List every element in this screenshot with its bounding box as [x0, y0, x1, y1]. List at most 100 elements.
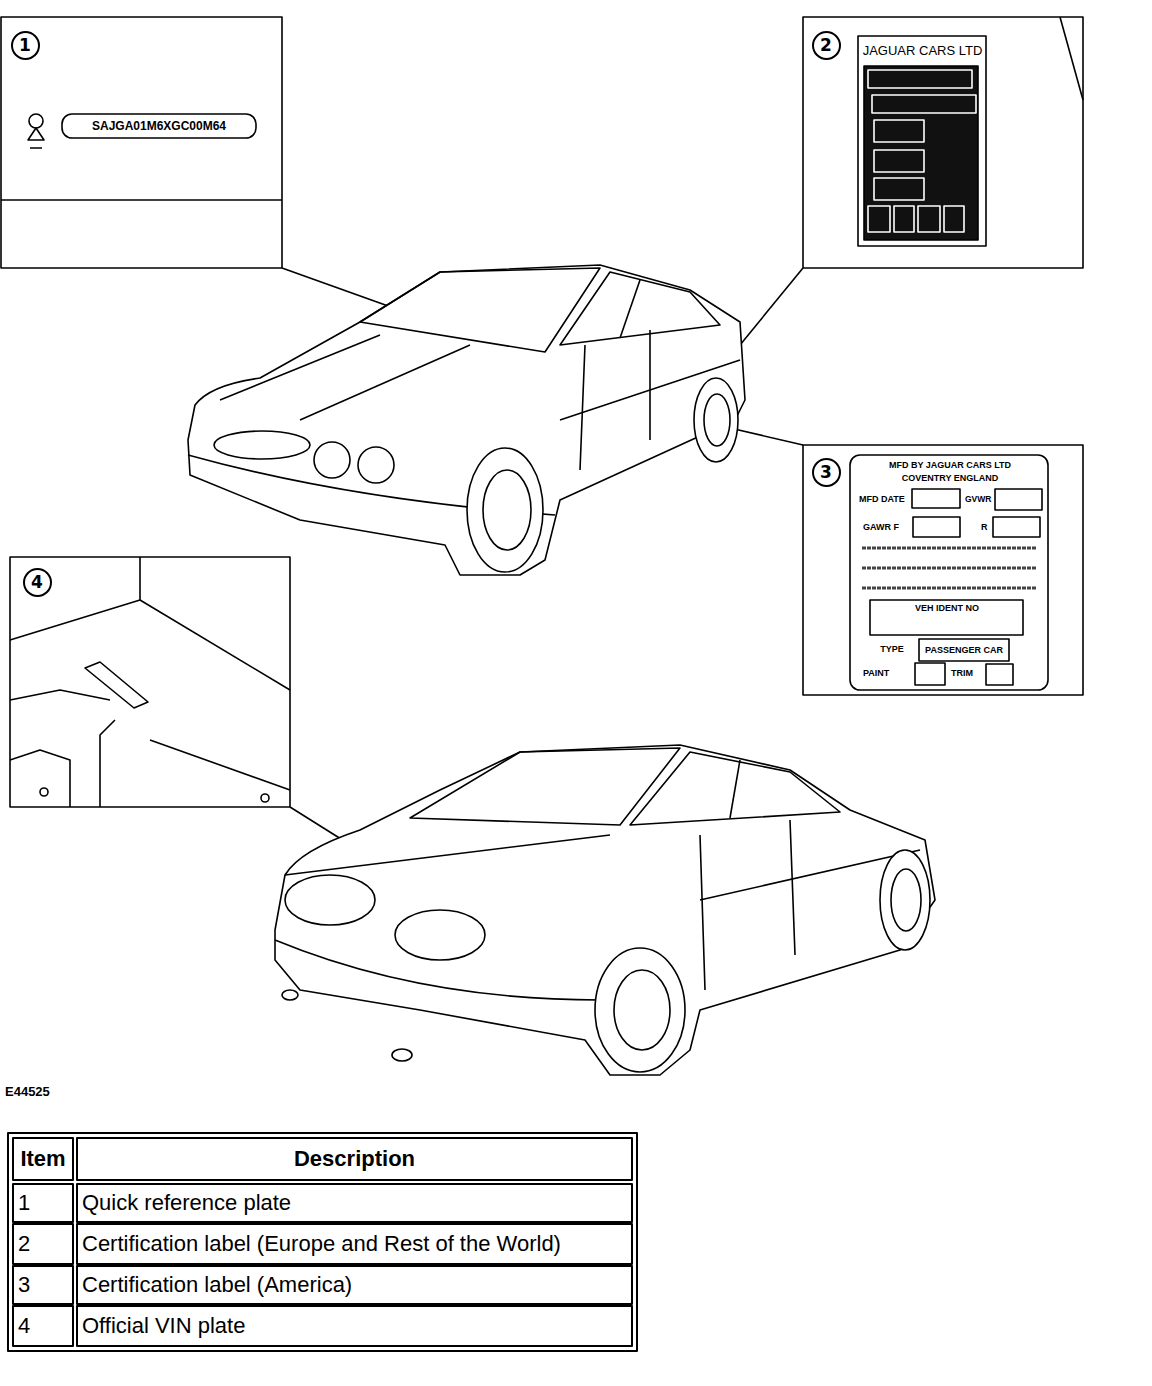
table-cell [13, 1138, 73, 1180]
label-field [918, 206, 940, 232]
table-cell: 3 [15, 1268, 71, 1302]
wheel [467, 448, 543, 572]
maker-name: MFD BY JAGUAR CARS LTD [855, 459, 1045, 471]
label-field [872, 95, 976, 113]
table-cell [77, 1306, 632, 1346]
wheel-rim [483, 470, 531, 550]
inset-frame [803, 445, 1083, 695]
wheel [694, 378, 738, 462]
grille [214, 431, 310, 459]
table-cell [77, 1224, 632, 1264]
exhaust [282, 990, 298, 1000]
inset-divider [1, 199, 282, 201]
headlamp [314, 442, 350, 478]
callout-circle: 4 [23, 568, 52, 597]
table-cell [77, 1184, 632, 1222]
side-window [560, 272, 720, 345]
label-field [868, 70, 972, 88]
fine-print [862, 587, 1036, 590]
table-border [8, 1133, 637, 1351]
car-body [188, 265, 745, 575]
warning-icon [29, 114, 43, 128]
label-field [868, 206, 890, 232]
inset-frame [1, 17, 282, 268]
callout-number: 3 [820, 464, 832, 481]
floor-edge [10, 690, 110, 700]
floor-edge [150, 740, 290, 790]
table-cell: 2 [15, 1226, 71, 1262]
table-cell: 1 [15, 1186, 71, 1220]
field-name: GVWR [962, 492, 994, 506]
wheel-rim [704, 394, 730, 446]
maker-name: JAGUAR CARS LTD [860, 40, 985, 62]
label-field [874, 178, 924, 200]
table-cell [77, 1266, 632, 1304]
callout-circle: 3 [812, 458, 841, 487]
table-cell: Certification label (Europe and Rest of … [79, 1226, 630, 1262]
headlamp [358, 447, 394, 483]
leader-line [730, 428, 803, 445]
door-line [580, 330, 650, 470]
body-edge [1060, 17, 1083, 100]
field-name: TYPE [866, 642, 918, 656]
field-name: R [978, 520, 992, 534]
label-field [919, 639, 1009, 661]
field-value: PASSENGER CAR [921, 641, 1007, 659]
inset-frame [803, 17, 1083, 268]
label-field [986, 664, 1013, 685]
boot-line [285, 835, 610, 875]
table-cell: Quick reference plate [79, 1186, 630, 1220]
label-field [993, 517, 1040, 537]
label-field [944, 206, 964, 232]
floor-edge [10, 750, 70, 807]
label-field [915, 663, 945, 685]
inset-frame [10, 557, 290, 807]
fine-print [862, 567, 1036, 570]
label-field [894, 206, 914, 232]
wheel [880, 850, 930, 950]
car-body [275, 745, 935, 1075]
table-cell [13, 1306, 73, 1346]
floor-edge [10, 557, 140, 640]
tail-lamp [395, 910, 485, 960]
table-cell: Certification label (America) [79, 1268, 630, 1302]
bonnet-crease [220, 335, 470, 420]
floor-edge [140, 600, 290, 690]
leader-line [740, 268, 803, 345]
table-cell [13, 1184, 73, 1222]
door-pillar [620, 280, 640, 338]
bumper-line [275, 940, 600, 1000]
callout-number: 2 [820, 37, 832, 54]
label-field [913, 517, 960, 537]
table-cell [13, 1224, 73, 1264]
callout-number: 4 [31, 574, 43, 591]
label-field [912, 489, 960, 508]
maker-address: COVENTRY ENGLAND [855, 472, 1045, 484]
exhaust [392, 1049, 412, 1061]
floor-edge [100, 720, 115, 807]
vin-plate [62, 114, 256, 138]
field-name: TRIM [948, 666, 985, 680]
vin-plate [85, 662, 148, 708]
certification-label [858, 36, 986, 246]
callout-circle: 1 [11, 31, 40, 60]
wheel [595, 948, 685, 1072]
wheel-rim [891, 869, 921, 931]
fixing-hole [40, 788, 48, 796]
certification-label [850, 455, 1048, 690]
label-field [870, 600, 1023, 635]
fine-print [862, 547, 1036, 550]
callout-number: 1 [19, 37, 31, 54]
field-name: MFD DATE [856, 492, 911, 506]
table-cell: Official VIN plate [79, 1308, 630, 1344]
tail-lamp [285, 875, 375, 925]
door-pillar [730, 760, 740, 818]
side-window [630, 752, 840, 825]
fixing-hole [261, 794, 269, 802]
table-header: Description [79, 1140, 630, 1178]
table-cell: 4 [15, 1308, 71, 1344]
callout-circle: 2 [812, 31, 841, 60]
label-field [874, 150, 924, 172]
